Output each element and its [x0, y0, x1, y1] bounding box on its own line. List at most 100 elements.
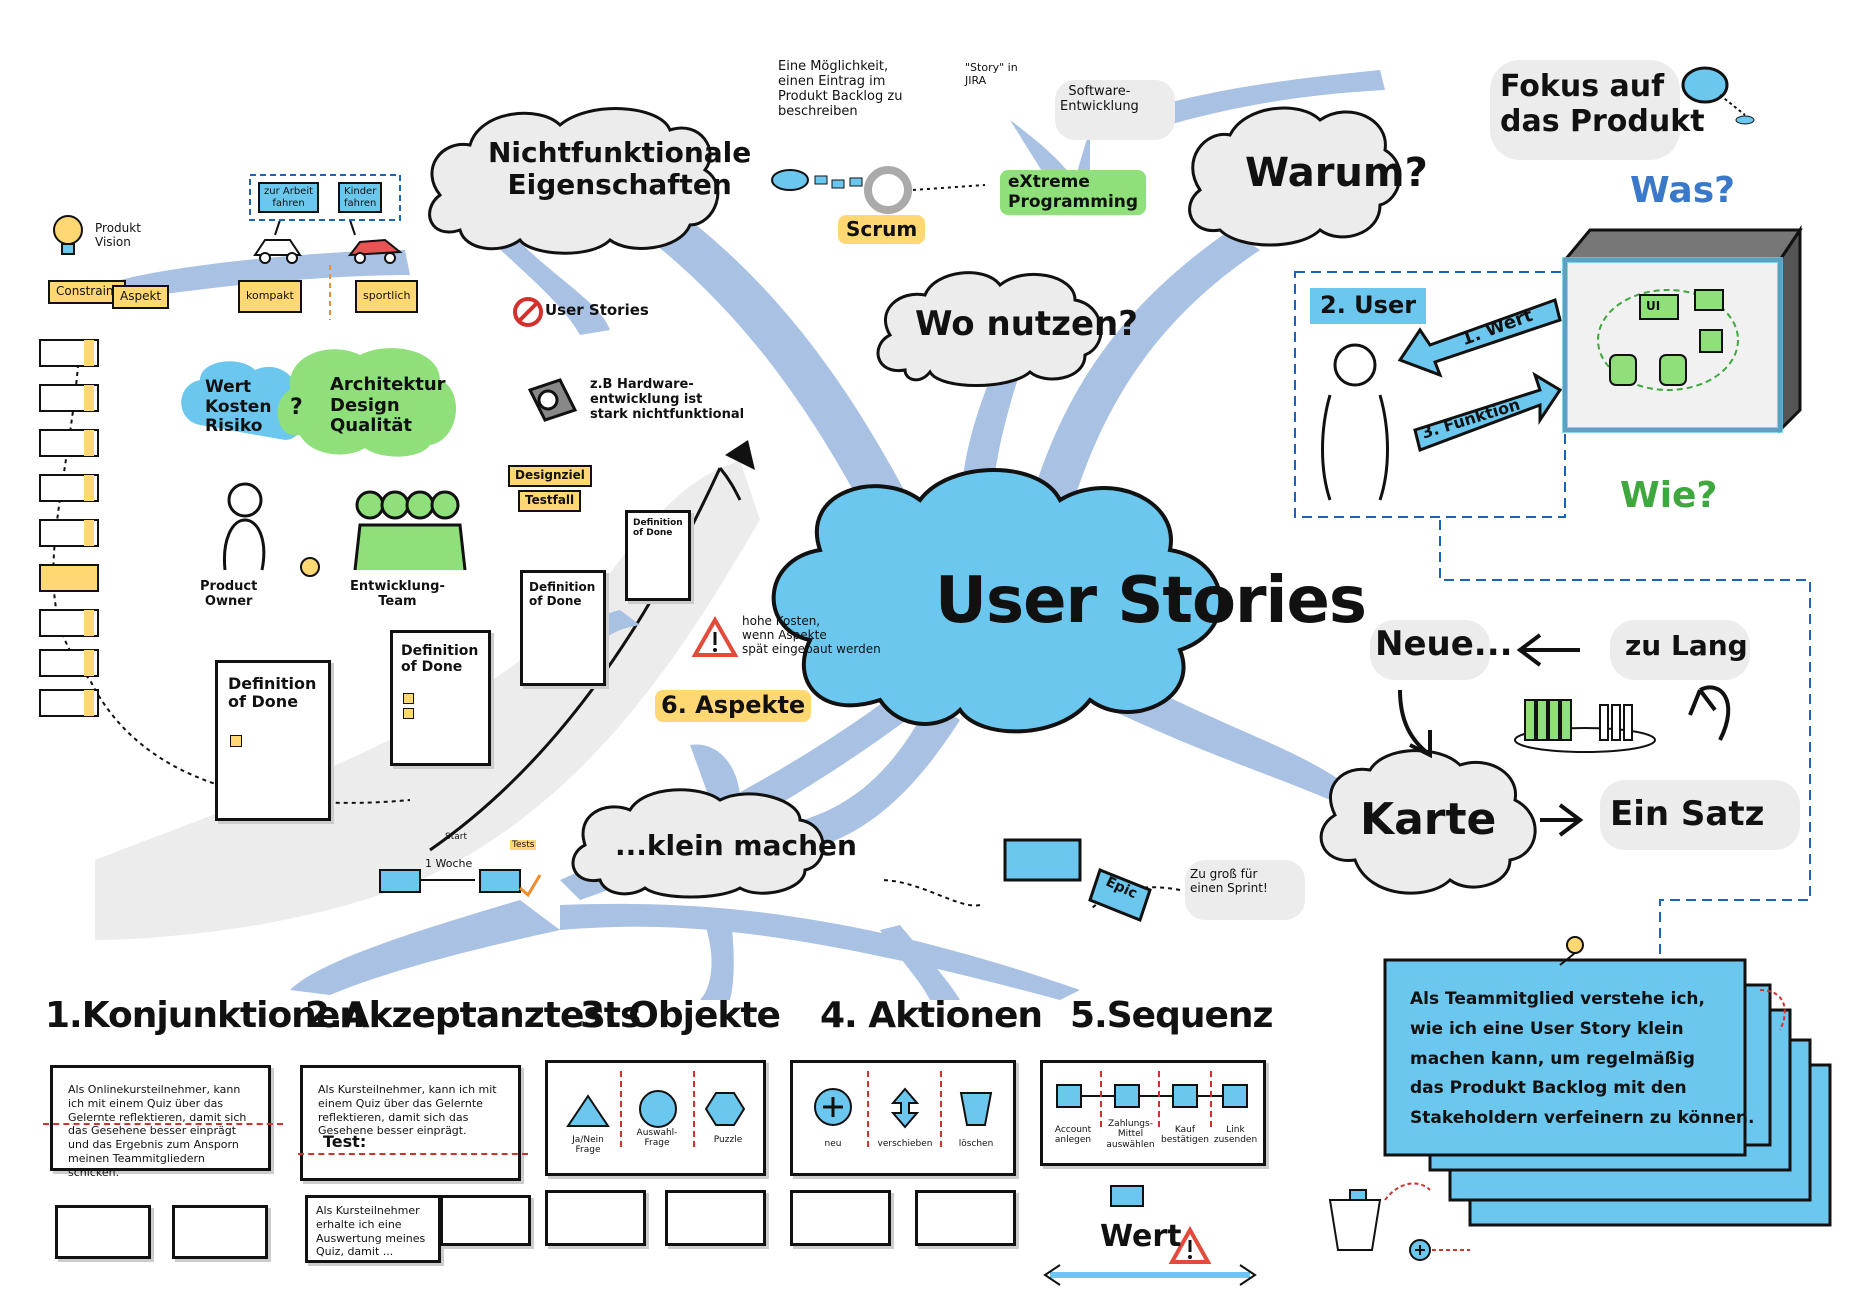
camera-icon [527, 378, 578, 422]
akz-text2: Als Kursteilnehmer erhalte ich eine Ausw… [316, 1204, 426, 1259]
user-figure [1321, 343, 1389, 501]
hohe-kosten-label: hohe Kosten, wenn Aspekte spät eingebaut… [742, 614, 881, 656]
center-title: User Stories [935, 564, 1367, 638]
zur-arbeit-card: zur Arbeit fahren [258, 182, 320, 213]
konj-sheet: Als Onlinekursteilnehmer, kann ich mit e… [43, 1065, 283, 1179]
cloud-wert [181, 361, 306, 440]
cloud-klein-machen-label: ...klein machen [615, 829, 857, 862]
story-card-text: Als Teammitglied verstehe ich, wie ich e… [1410, 989, 1755, 1128]
aspekt-tag: Aspekt [112, 285, 170, 309]
section-title-objekte: 3. Objekte [580, 995, 781, 1036]
neue-label: Neue... [1375, 624, 1513, 664]
cloud-warum [1188, 106, 1402, 247]
value-arrows [1397, 298, 1563, 452]
warning-icon-sequenz [1168, 1225, 1212, 1264]
start-label: Start [445, 832, 467, 842]
section-title-konjunktionen: 1.Konjunktionen [45, 995, 365, 1036]
product-owner-label: Product Owner [200, 579, 258, 609]
cloud-nichtfunktional-label: Nichtfunktionale Eigenschaften [488, 136, 752, 202]
moeglichkeit-label: Eine Möglichkeit, einen Eintrag im Produ… [778, 59, 903, 119]
sequenz-step-2: Zahlungs- Mittel auswählen [1106, 1119, 1155, 1150]
product-box [1561, 225, 1803, 434]
dod-sheet-4-title: Definition of Done [633, 518, 683, 539]
objekt-label-1: Ja/Nein Frage [572, 1135, 604, 1156]
wert-kosten-label: Wert Kosten Risiko [205, 377, 272, 437]
cloud-klein-machen [571, 788, 825, 899]
no-user-stories-label: User Stories [545, 301, 649, 319]
dod-sheet-2: Definition of Done [390, 630, 491, 766]
sequenz-step-4: Link zusenden [1213, 1125, 1258, 1146]
objekte-sheet: Ja/Nein Frage Auswahl- Frage Puzzle [545, 1060, 766, 1176]
objekte-card-1 [545, 1190, 646, 1246]
ein-satz-label: Ein Satz [1610, 794, 1765, 834]
epic-card [1003, 838, 1152, 922]
question-mark: ? [290, 395, 303, 420]
cloud-karte [1319, 749, 1537, 895]
akz-text: Als Kursteilnehmer, kann ich mit einem Q… [318, 1083, 497, 1138]
xp-label: eXtreme Programming [1000, 170, 1147, 216]
warning-icon [691, 615, 739, 657]
car-icons [249, 174, 403, 264]
objekte-card-2 [665, 1190, 766, 1246]
kompakt-card: kompakt [238, 280, 302, 313]
aktionen-sheet: neu verschieben löschen [790, 1060, 1016, 1176]
software-label: Software- Entwicklung [1060, 84, 1139, 114]
sequenz-card [1110, 1185, 1144, 1207]
no-entry-icon [513, 297, 543, 327]
product-owner-figure [222, 482, 266, 571]
sequenz-step-3: Kauf bestätigen [1161, 1125, 1209, 1146]
konj-card-1 [55, 1205, 151, 1259]
backlog-cards [39, 339, 99, 717]
center-cloud [771, 468, 1223, 734]
cloud-nichtfunktional [428, 107, 720, 255]
konj-text: Als Onlinekursteilnehmer, kann ich mit e… [68, 1083, 247, 1179]
sequenz-step-1: Account anlegen [1054, 1125, 1092, 1146]
wie-label: Wie? [1620, 475, 1718, 516]
plus-icon [1409, 1239, 1470, 1261]
cloud-architektur [277, 348, 457, 457]
cloud-warum-label: Warum? [1245, 150, 1428, 196]
team-figures [353, 490, 467, 571]
kinder-card: Kinder fahren [338, 182, 383, 213]
objekt-label-2: Auswahl- Frage [636, 1128, 678, 1149]
story-jira-label: "Story" in JIRA [965, 61, 1018, 87]
lightbulb-icon [53, 215, 83, 255]
section-title-aktionen: 4. Aktionen [820, 995, 1043, 1036]
zu-lang-label: zu Lang [1625, 629, 1748, 662]
akz-sheet: Als Kursteilnehmer, kann ich mit einem Q… [298, 1065, 528, 1181]
story-card-stack [1383, 936, 1832, 1227]
sequenz-wert-label: Wert [1100, 1219, 1182, 1254]
was-label: Was? [1630, 170, 1736, 211]
section-title-sequenz: 5.Sequenz [1070, 995, 1273, 1036]
zu-gross-label: Zu groß für einen Sprint! [1190, 867, 1268, 895]
aktion-label-2: verschieben [877, 1139, 933, 1149]
designziel-tag: Designziel [508, 465, 592, 487]
fokus-label: Fokus auf das Produkt [1500, 69, 1705, 139]
produkt-vision-label: Produkt Vision [95, 221, 141, 249]
dod-sheet-3: Definition of Done [520, 570, 606, 686]
cloud-wo-nutzen [876, 271, 1103, 387]
woche-label: 1 Woche [425, 857, 473, 870]
magnifier-pin-icon [1681, 66, 1755, 125]
salami-slices-icon [1514, 699, 1656, 753]
akz-card: Als Kursteilnehmer erhalte ich eine Ausw… [305, 1195, 441, 1263]
ui-label: UI [1646, 299, 1661, 313]
dod-sheet-1-title: Definition of Done [228, 674, 317, 712]
cloud-karte-label: Karte [1360, 794, 1497, 845]
sprint-cards [379, 869, 542, 898]
aktion-label-1: neu [824, 1139, 842, 1149]
dod-sheet-2-title: Definition of Done [401, 643, 479, 676]
scrum-loop-icon [771, 166, 986, 214]
sequenz-sheet: Account anlegen Zahlungs- Mittel auswähl… [1040, 1060, 1266, 1166]
aktionen-card-2 [915, 1190, 1016, 1246]
akz-test-label: Test: [323, 1132, 367, 1151]
entwicklung-label: Entwicklung- Team [350, 579, 445, 609]
tests-label: Tests [510, 840, 537, 851]
section-title-akzeptanztests: 2.Akzeptanztests [305, 995, 641, 1036]
dod-sheet-1: Definition of Done [215, 660, 331, 821]
trash-icon [1328, 1189, 1382, 1251]
konj-card-2 [172, 1205, 268, 1259]
aktionen-card-1 [790, 1190, 891, 1246]
dod-sheet-3-title: Definition of Done [529, 580, 596, 608]
